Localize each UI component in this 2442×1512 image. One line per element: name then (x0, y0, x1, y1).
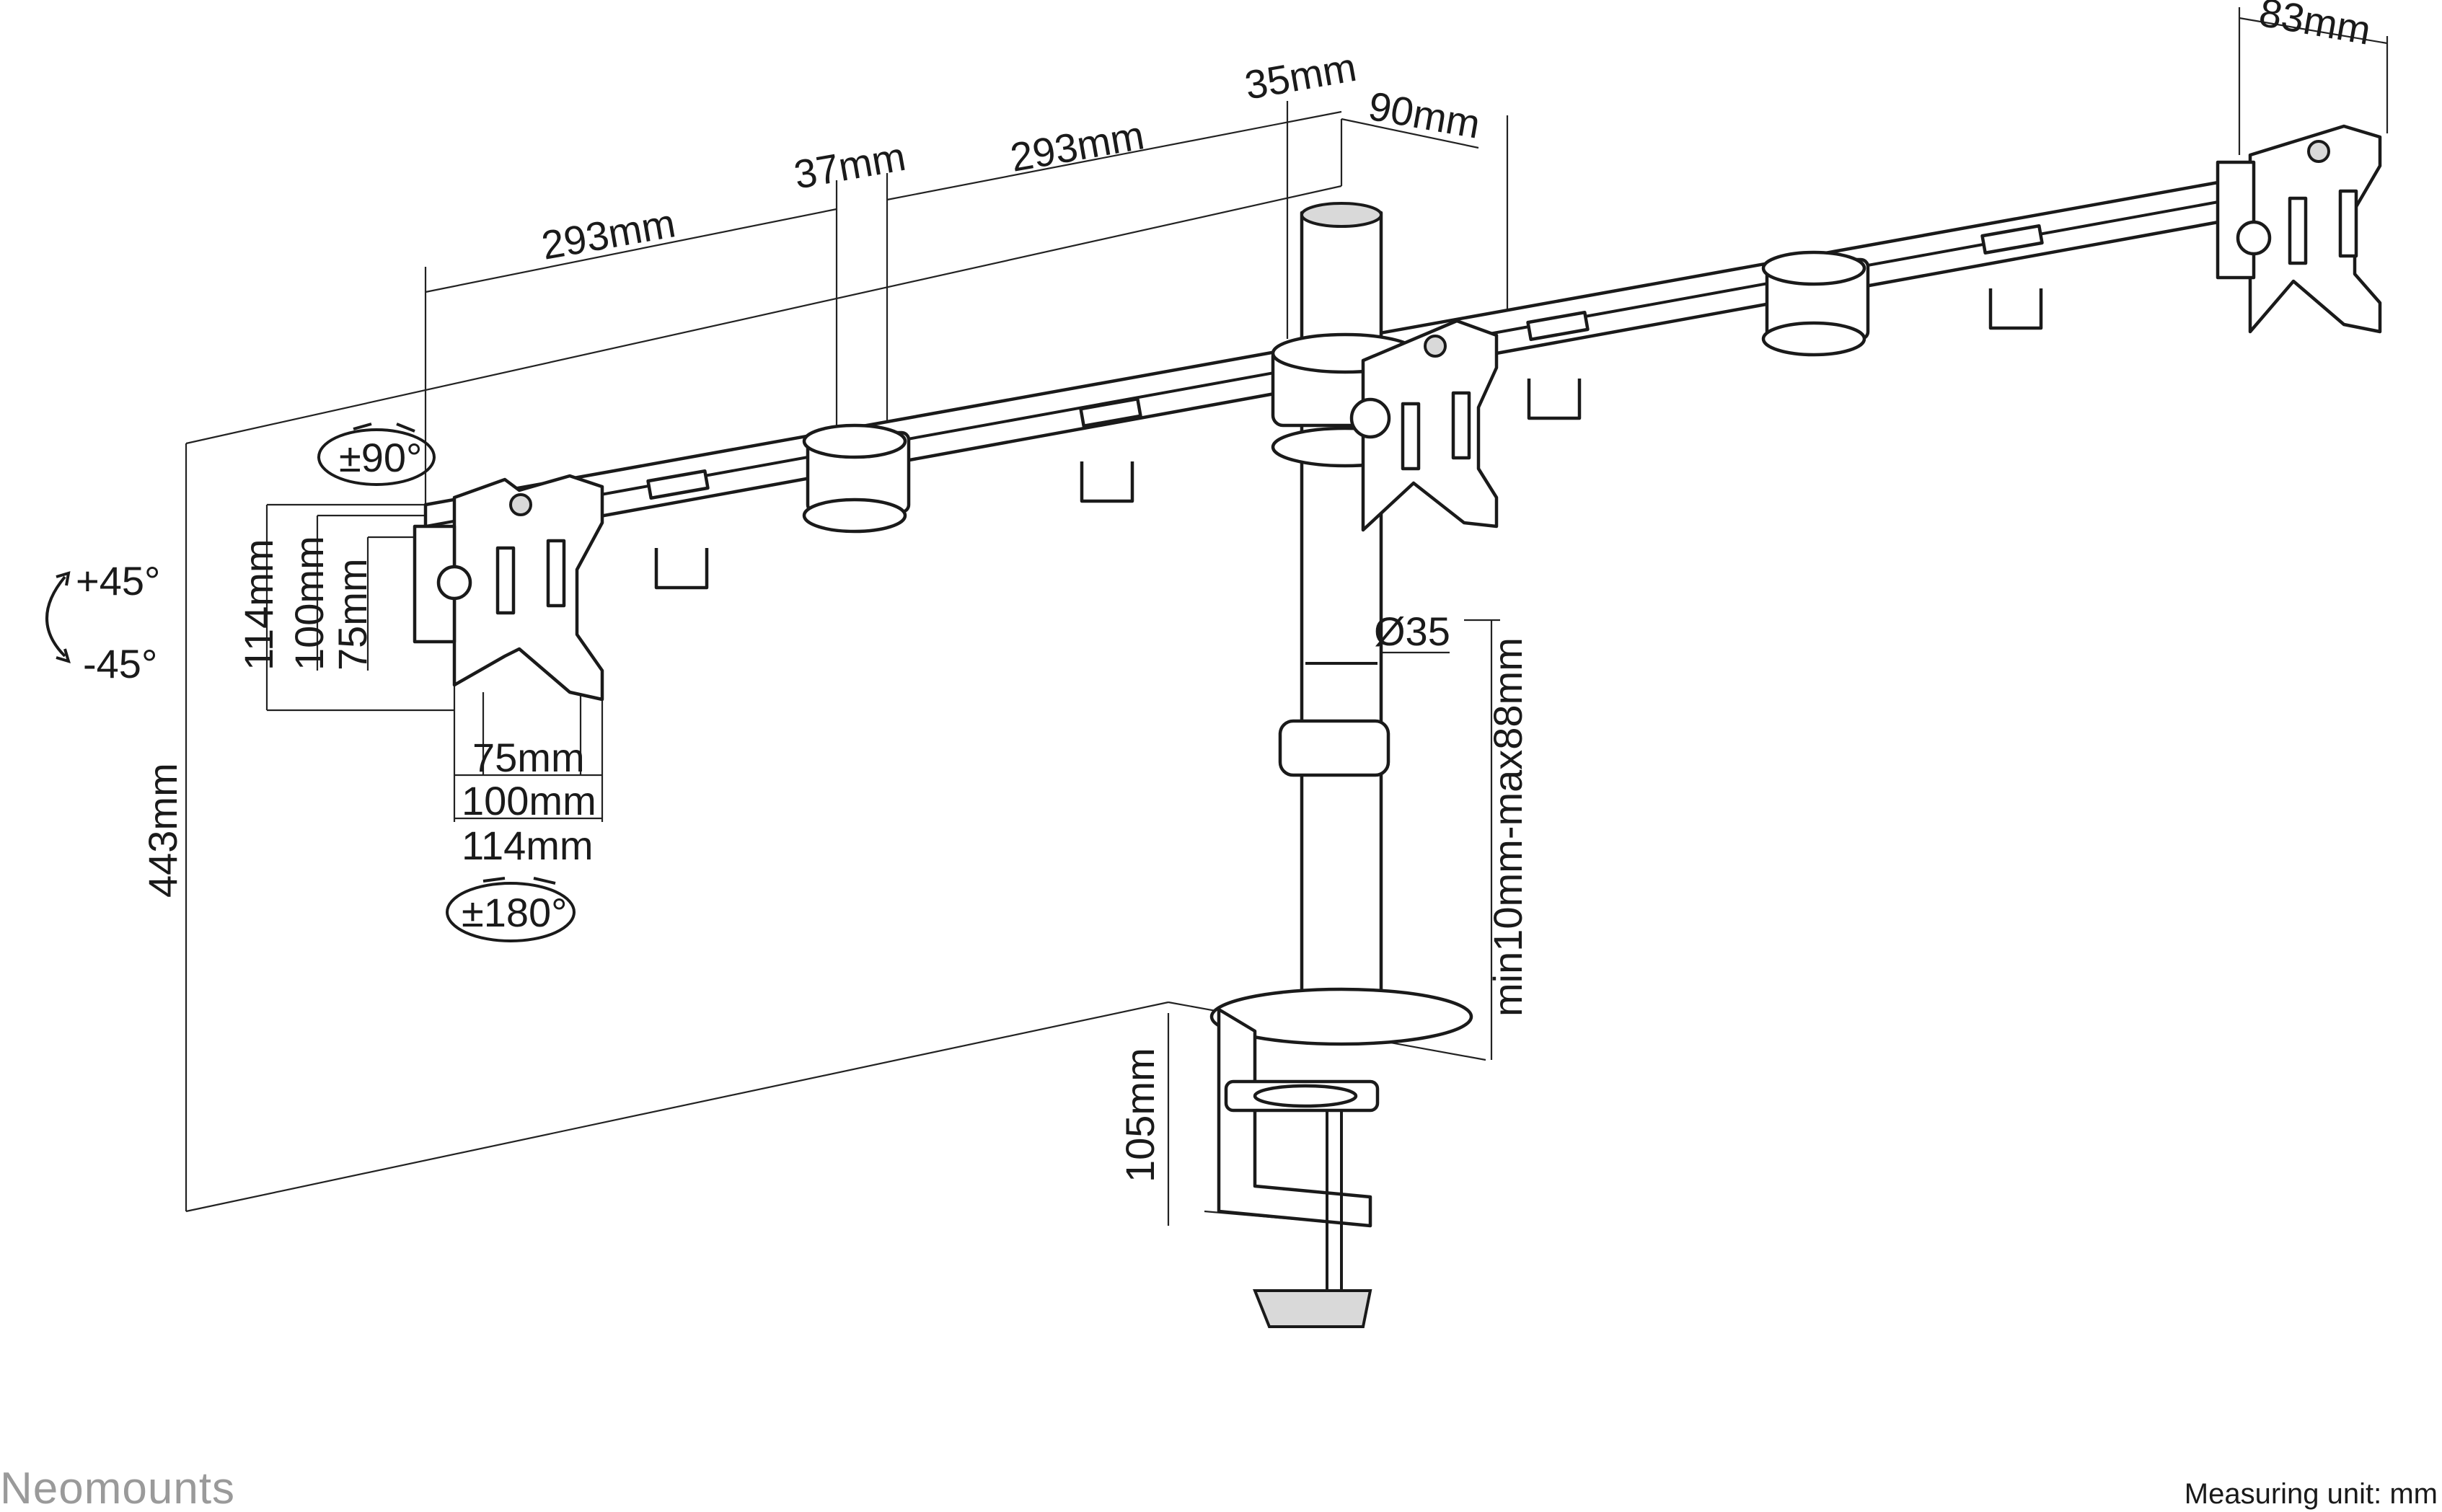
desk-range-label: min10mm-max88mm (1485, 637, 1530, 1017)
rotate-label: ±180° (462, 890, 568, 935)
vesa-w-114-label: 114mm (462, 823, 594, 868)
measuring-unit: Measuring unit: mm (2185, 1478, 2438, 1510)
dimension-labels: 293mm 293mm 37mm 35mm 90mm 83mm Ø35 min1… (140, 0, 2374, 1182)
spacer-label: 37mm (790, 133, 909, 198)
arm-left-label: 293mm (538, 200, 679, 268)
vesa-w-75-label: 75mm (472, 735, 585, 780)
tilt-label: ±90° (339, 435, 422, 480)
swivel-up-label: +45° (76, 558, 160, 604)
vesa-w-100-label: 100mm (462, 778, 596, 823)
desk-clamp (1217, 1007, 1380, 1328)
vesa-h-75-label: 75mm (330, 558, 375, 671)
vesa-plate-left (413, 474, 604, 702)
pole-diameter-label: Ø35 (1374, 609, 1450, 654)
swivel-down-label: -45° (83, 641, 157, 686)
clamp-height-label: 105mm (1117, 1048, 1163, 1182)
rotate-indicator (446, 882, 576, 942)
tilt-indicator (317, 428, 436, 486)
head-offset-label: 90mm (1365, 83, 1484, 147)
vesa-plate-center (1349, 319, 1499, 532)
arm-mid-label: 293mm (1007, 112, 1147, 180)
vesa-h-114-label: 114mm (236, 539, 281, 671)
rotate-arrow-right-icon (533, 877, 556, 885)
tilt-arrow-left-icon (353, 423, 372, 430)
total-height-label: 443mm (140, 763, 185, 898)
brand-logo: Neomounts (0, 1464, 235, 1512)
rotation-indicators (45, 423, 576, 942)
swivel-down-arrow-icon (56, 648, 71, 663)
swivel-up-arrow-icon (56, 571, 71, 586)
tilt-arrow-right-icon (396, 423, 415, 433)
right-head-label: 83mm (2256, 0, 2374, 53)
vesa-plate-right (2216, 124, 2382, 334)
rotation-labels: ±90° +45° -45° ±180° (76, 435, 568, 935)
vesa-h-100-label: 100mm (286, 536, 332, 671)
dimension-lines (185, 7, 2389, 1226)
swivel-arc-icon (45, 575, 66, 658)
pole-offset-label: 35mm (1241, 44, 1359, 108)
rotate-arrow-left-icon (482, 877, 506, 883)
